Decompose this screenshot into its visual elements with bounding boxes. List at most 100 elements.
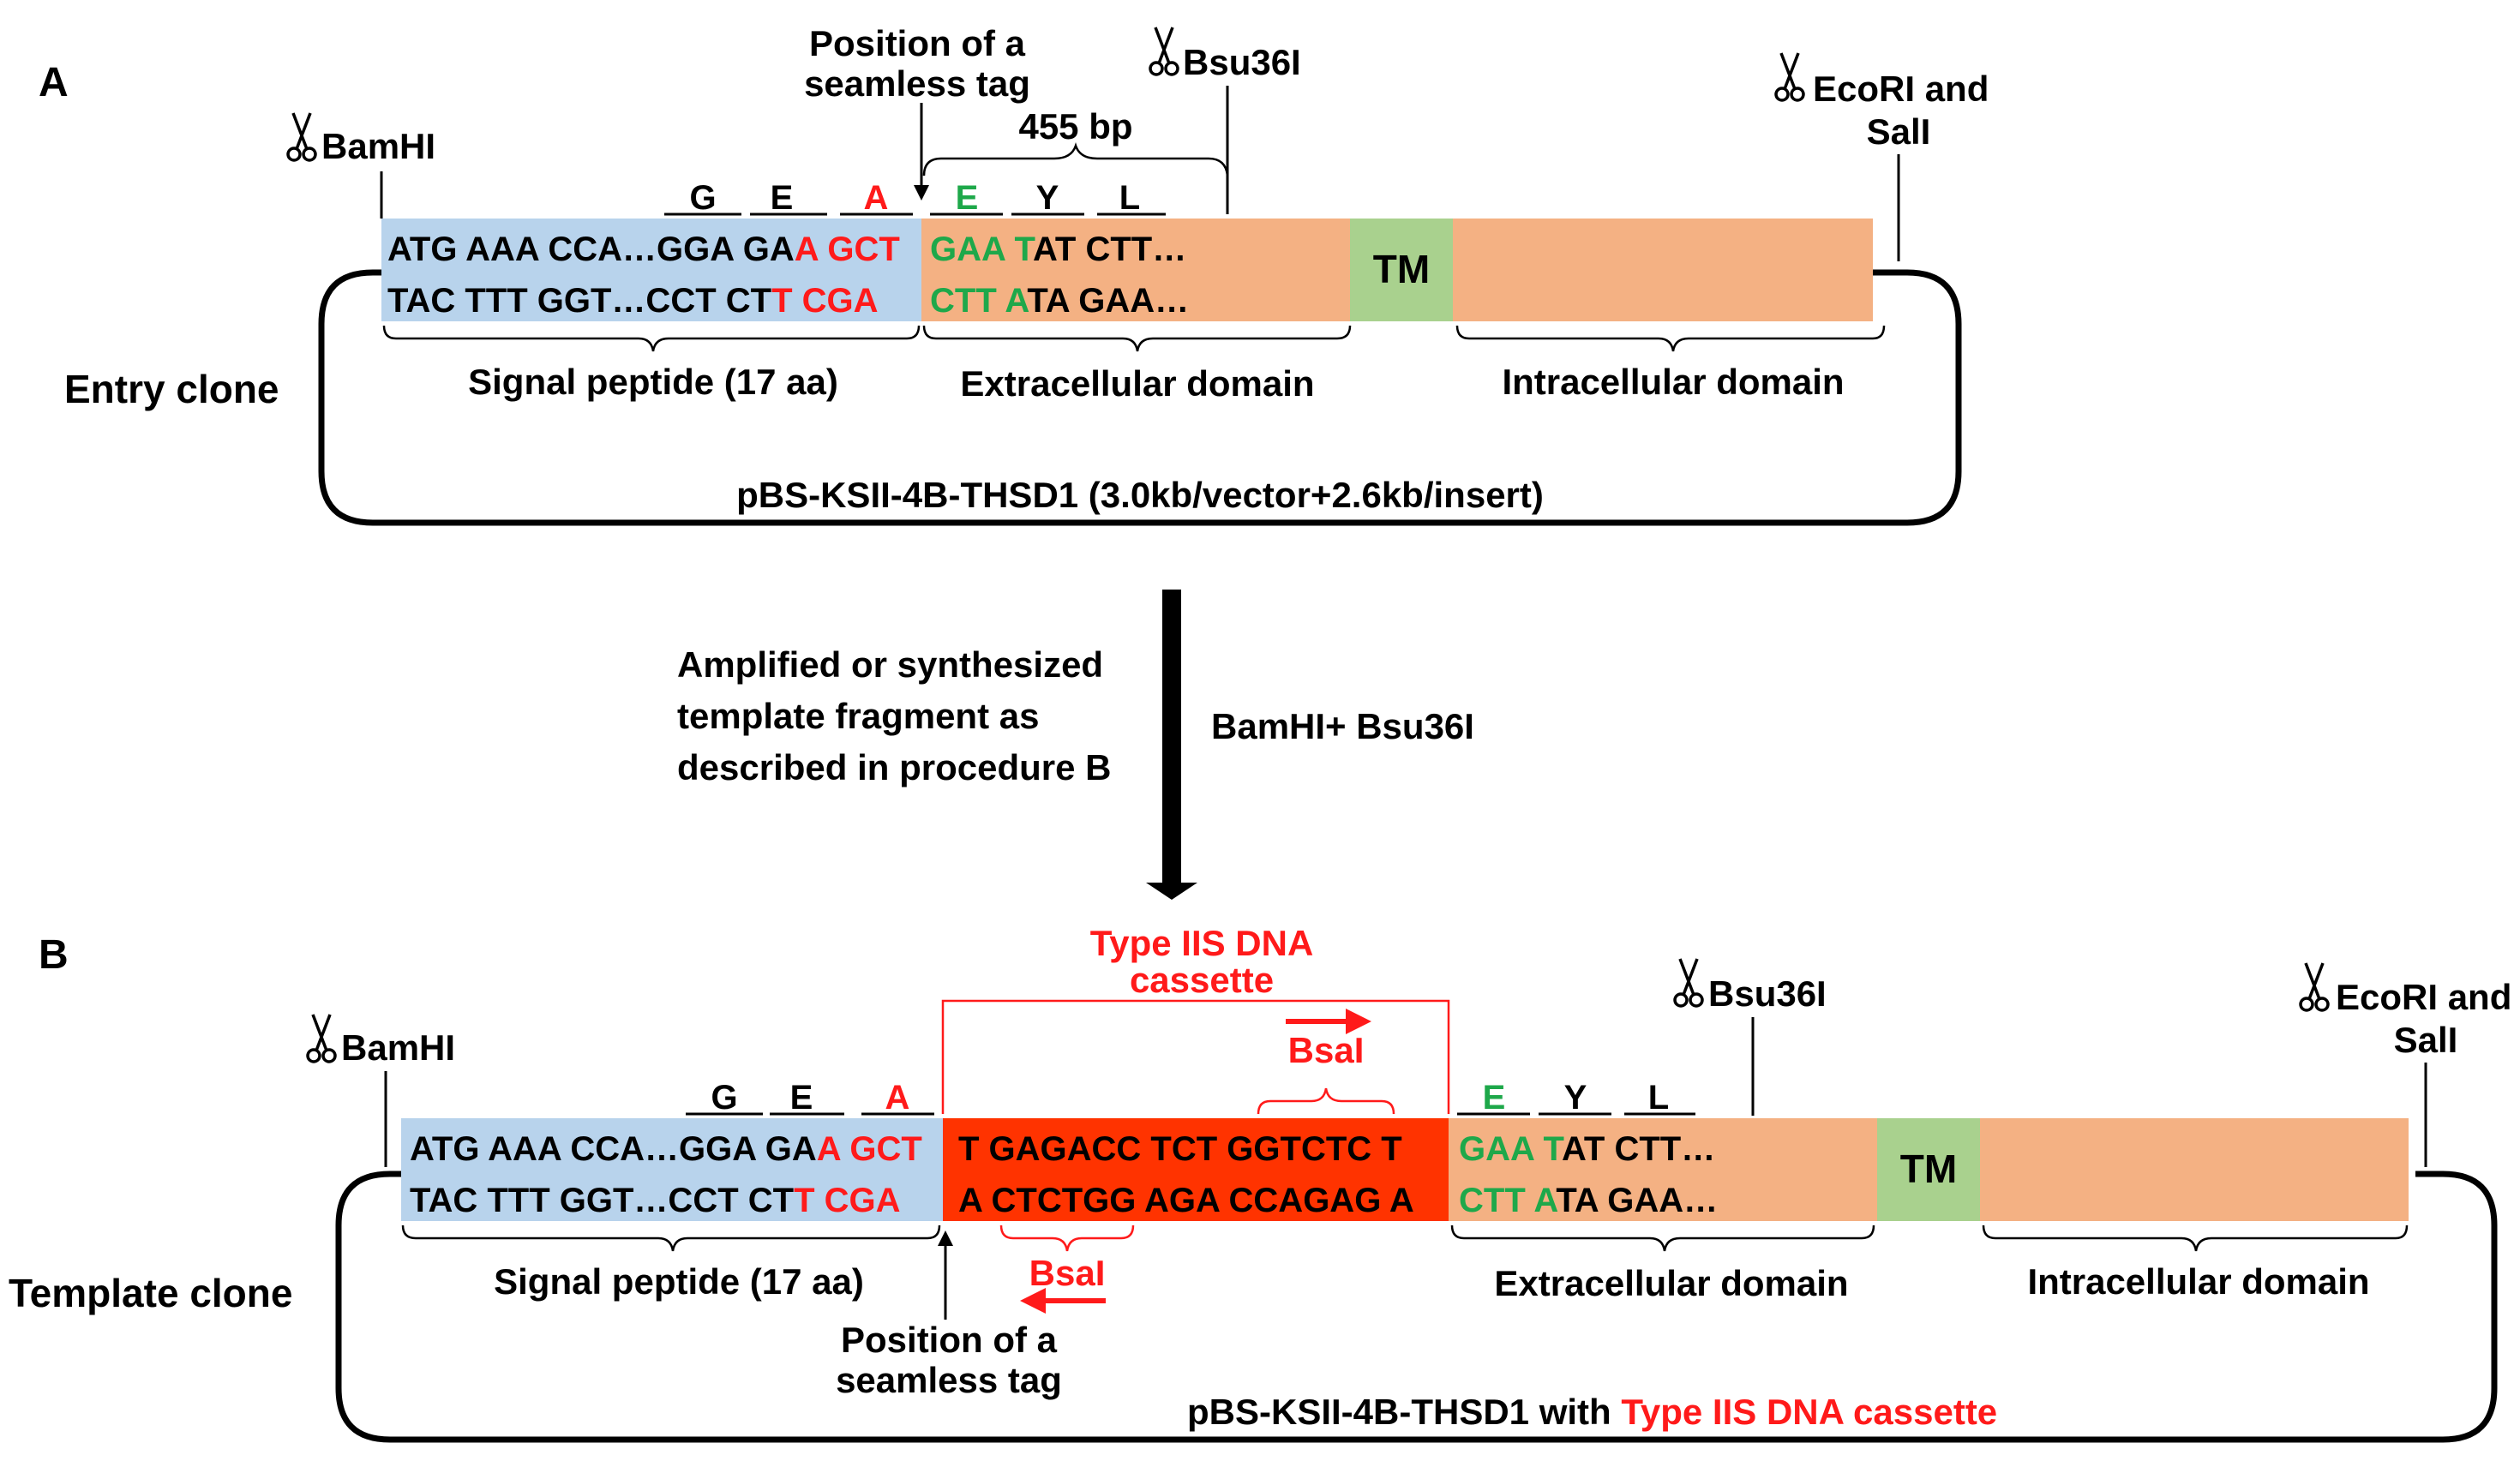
procedure-text-line-1: Amplified or synthesized — [677, 644, 1103, 685]
entry-clone-label: Entry clone — [64, 367, 279, 411]
extracellular-region — [921, 219, 1350, 321]
scissors-icon — [2299, 961, 2330, 1012]
bsu36i-label: Bsu36I — [1183, 42, 1301, 82]
bsu36i-site-a: Bsu36I — [1149, 26, 1301, 214]
svg-text:SalI: SalI — [2394, 1020, 2458, 1060]
top-strand-extracellular: GAA TAT CTT… — [930, 231, 1186, 268]
bottom-strand: TAC TTT GGT…CCT CTT CGA — [387, 282, 879, 320]
amino-acids: G E A E Y L — [664, 179, 1166, 217]
top-strand: ATG AAA CCA…GGA GAA GCT — [387, 231, 900, 268]
top-strand-b: ATG AAA CCA…GGA GAA GCT — [410, 1130, 922, 1168]
enzymes-label: BamHI+ Bsu36I — [1211, 706, 1474, 746]
signal-peptide-region-b — [401, 1118, 943, 1221]
cassette-top-strand: T GAGACC TCT GGTCTC T — [958, 1130, 1402, 1168]
template-vector-label: pBS-KSII-4B-THSD1 with Type IIS DNA cass… — [1187, 1392, 1997, 1432]
intracellular-region-b — [1980, 1118, 2409, 1221]
scissors-icon — [306, 1013, 337, 1063]
amino-acids-b: G E A E Y L — [686, 1079, 1695, 1117]
aa-l-b: L — [1648, 1079, 1669, 1117]
aa-e-b: E — [790, 1079, 813, 1117]
bottom-strand-extracellular-b: CTT ATA GAA… — [1459, 1182, 1718, 1219]
tm-region — [1350, 219, 1453, 321]
process-arrow-shaft — [1162, 590, 1181, 885]
bamhi-label: BamHI — [321, 126, 435, 166]
bsai-top-label: BsaI — [1288, 1030, 1365, 1070]
aa-e2-b: E — [1483, 1079, 1506, 1117]
svg-text:EcoRI and: EcoRI and — [2336, 977, 2511, 1017]
cassette-bracket — [941, 999, 1450, 1114]
svg-text:seamless tag: seamless tag — [836, 1360, 1062, 1400]
signal-peptide-region — [381, 219, 921, 321]
aa-l: L — [1119, 179, 1140, 217]
bp-bracket — [922, 142, 1229, 177]
intracellular-brace-b — [1982, 1225, 2409, 1252]
aa-y-b: Y — [1564, 1079, 1587, 1117]
svg-text:seamless tag: seamless tag — [804, 63, 1030, 104]
intracellular-brace — [1455, 325, 1886, 352]
bsai-top-brace — [1257, 1087, 1395, 1115]
bsai-top-site: BsaI — [1257, 1009, 1395, 1115]
aa-g: G — [689, 179, 716, 217]
ecori-sali-site-a: EcoRI and SalI — [1774, 51, 1989, 261]
template-clone-label: Template clone — [9, 1271, 292, 1315]
seamless-tag-a: Position of a seamless tag — [804, 23, 1030, 201]
procedure-text-line-3: described in procedure B — [677, 747, 1111, 787]
cassette-title-line-2: cassette — [1130, 960, 1274, 1000]
signal-peptide-label: Signal peptide (17 aa) — [468, 362, 838, 402]
aa-e: E — [771, 179, 794, 217]
intracellular-region — [1453, 219, 1873, 321]
extracellular-brace — [922, 325, 1352, 352]
bsai-bottom-label: BsaI — [1029, 1253, 1106, 1293]
extracellular-label-b: Extracellular domain — [1494, 1263, 1848, 1303]
extracellular-region-b — [1449, 1118, 1877, 1221]
entry-vector-backbone — [318, 269, 1962, 526]
aa-y: Y — [1036, 179, 1059, 217]
svg-text:SalI: SalI — [1867, 111, 1931, 152]
aa-a: A — [864, 179, 889, 217]
bsai-bottom-site: BsaI — [999, 1225, 1135, 1314]
transition: Amplified or synthesized template fragme… — [677, 590, 1474, 900]
panel-a-letter: A — [39, 60, 69, 105]
panel-b-letter: B — [39, 932, 69, 978]
entry-vector-label: pBS-KSII-4B-THSD1 (3.0kb/vector+2.6kb/in… — [736, 475, 1544, 515]
intracellular-label-b: Intracellular domain — [2027, 1261, 2369, 1302]
bamhi-label-b: BamHI — [341, 1027, 455, 1068]
extracellular-label: Extracellular domain — [960, 363, 1314, 404]
bottom-strand-extracellular: CTT ATA GAA… — [930, 282, 1189, 320]
cassette-title-line-1: Type IIS DNA — [1090, 923, 1314, 963]
template-vector-backbone — [335, 1171, 2498, 1443]
bsu36i-label-b: Bsu36I — [1708, 973, 1827, 1014]
bsai-bottom-brace — [999, 1225, 1135, 1252]
type-iis-cassette-region — [943, 1118, 1449, 1221]
scissors-icon — [1149, 26, 1179, 76]
extracellular-brace-b — [1450, 1225, 1875, 1252]
panel-b: B TM ATG AAA CCA…GGA GAA GCT TAC TTT GGT… — [9, 923, 2511, 1443]
scissors-icon — [1673, 957, 1704, 1008]
procedure-text-line-2: template fragment as — [677, 696, 1039, 736]
aa-e2: E — [956, 179, 979, 217]
bottom-strand-b: TAC TTT GGT…CCT CTT CGA — [410, 1182, 901, 1219]
seamless-tag-b: Position of a seamless tag — [836, 1230, 1062, 1400]
tm-region-b — [1877, 1118, 1980, 1221]
svg-text:Position of a: Position of a — [841, 1320, 1058, 1360]
scissors-icon — [286, 111, 317, 162]
signal-brace-b — [401, 1225, 941, 1252]
panel-a: A TM ATG AAA CCA…GGA GAA GCT GAA TAT CTT… — [39, 23, 1989, 526]
distance-label: 455 bp — [1018, 106, 1132, 147]
aa-g-b: G — [711, 1079, 737, 1117]
svg-text:Position of a: Position of a — [809, 23, 1026, 63]
bamhi-site-a: BamHI — [286, 111, 435, 219]
tm-label-b: TM — [1900, 1147, 1957, 1191]
intracellular-label: Intracellular domain — [1502, 362, 1844, 402]
aa-a-b: A — [885, 1079, 910, 1117]
ecori-sali-site-b: EcoRI and SalI — [2299, 961, 2511, 1167]
scissors-icon — [1774, 51, 1805, 102]
top-strand-extracellular-b: GAA TAT CTT… — [1459, 1130, 1715, 1168]
signal-brace — [382, 325, 921, 352]
svg-text:EcoRI and: EcoRI and — [1813, 69, 1989, 109]
bamhi-site-b: BamHI — [306, 1013, 455, 1167]
cassette-bottom-strand: A CTCTGG AGA CCAGAG A — [958, 1182, 1414, 1219]
process-arrow-head — [1146, 883, 1197, 900]
tm-label: TM — [1373, 247, 1430, 291]
